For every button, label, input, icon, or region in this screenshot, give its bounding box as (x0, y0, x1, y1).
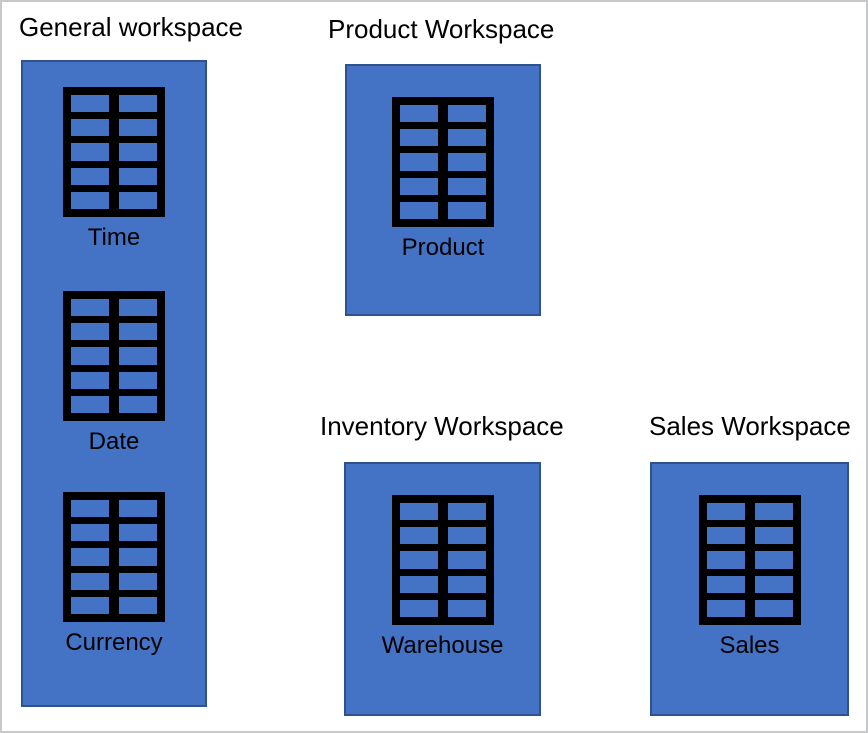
table-cell (399, 599, 438, 617)
table-icon (63, 492, 165, 622)
table-cell (399, 551, 438, 569)
table-cell (754, 599, 793, 617)
table-cell (754, 527, 793, 545)
table-cell (119, 572, 157, 590)
workspace-title-product: Product Workspace (328, 14, 555, 44)
table-cell (119, 299, 157, 317)
table-cell (71, 95, 109, 113)
table-icon (63, 291, 165, 421)
table-cell (447, 551, 486, 569)
workspace-box-inventory[interactable]: Warehouse (344, 462, 541, 716)
table-cell (399, 527, 438, 545)
table-cell (706, 599, 745, 617)
table-cell (399, 575, 438, 593)
table-cell (71, 323, 109, 341)
table-group-warehouse[interactable]: Warehouse (381, 495, 504, 661)
table-cell (119, 596, 157, 614)
table-label-date: Date (88, 428, 140, 455)
workspace-box-general[interactable]: Time Date Currency (21, 60, 207, 707)
table-cell (71, 143, 109, 161)
table-cell (399, 503, 438, 521)
table-cell (71, 596, 109, 614)
table-label-warehouse: Warehouse (381, 632, 504, 659)
table-label-time: Time (87, 224, 141, 251)
table-cell (71, 191, 109, 209)
table-group-currency[interactable]: Currency (63, 492, 165, 658)
table-group-time[interactable]: Time (63, 87, 165, 253)
workspace-title-inventory: Inventory Workspace (320, 411, 564, 441)
table-label-product: Product (401, 234, 485, 261)
table-cell (400, 201, 438, 219)
table-cell (400, 177, 438, 195)
table-cell (71, 299, 109, 317)
table-cell (448, 129, 486, 147)
table-cell (447, 527, 486, 545)
table-icon (391, 495, 494, 625)
table-cell (706, 551, 745, 569)
workspace-box-sales[interactable]: Sales (650, 462, 849, 716)
table-cell (119, 548, 157, 566)
table-cell (400, 129, 438, 147)
table-cell (71, 119, 109, 137)
table-group-product[interactable]: Product (392, 97, 494, 263)
table-cell (754, 551, 793, 569)
table-cell (706, 527, 745, 545)
table-cell (71, 572, 109, 590)
table-cell (448, 153, 486, 171)
table-cell (754, 575, 793, 593)
table-cell (706, 575, 745, 593)
table-cell (119, 323, 157, 341)
table-cell (119, 524, 157, 542)
table-cell (119, 95, 157, 113)
table-cell (400, 105, 438, 123)
table-cell (71, 548, 109, 566)
table-cell (706, 503, 745, 521)
table-cell (448, 177, 486, 195)
table-cell (71, 347, 109, 365)
workspace-box-product[interactable]: Product (345, 64, 541, 316)
table-cell (754, 503, 793, 521)
table-label-currency: Currency (65, 629, 163, 656)
table-cell (71, 500, 109, 518)
table-cell (447, 599, 486, 617)
table-cell (119, 347, 157, 365)
table-cell (71, 371, 109, 389)
table-cell (447, 575, 486, 593)
table-icon (698, 495, 801, 625)
table-cell (71, 395, 109, 413)
table-cell (448, 105, 486, 123)
table-cell (447, 503, 486, 521)
table-cell (119, 191, 157, 209)
table-group-sales[interactable]: Sales (698, 495, 801, 661)
table-icon (392, 97, 494, 227)
table-cell (119, 371, 157, 389)
table-cell (71, 524, 109, 542)
table-group-date[interactable]: Date (63, 291, 165, 457)
table-cell (71, 167, 109, 185)
table-cell (119, 167, 157, 185)
table-cell (119, 500, 157, 518)
table-cell (400, 153, 438, 171)
table-cell (119, 119, 157, 137)
table-label-sales: Sales (719, 632, 780, 659)
table-cell (119, 395, 157, 413)
table-icon (63, 87, 165, 217)
table-cell (119, 143, 157, 161)
workspace-title-general: General workspace (19, 12, 243, 42)
table-cell (448, 201, 486, 219)
workspace-title-sales: Sales Workspace (649, 411, 851, 441)
